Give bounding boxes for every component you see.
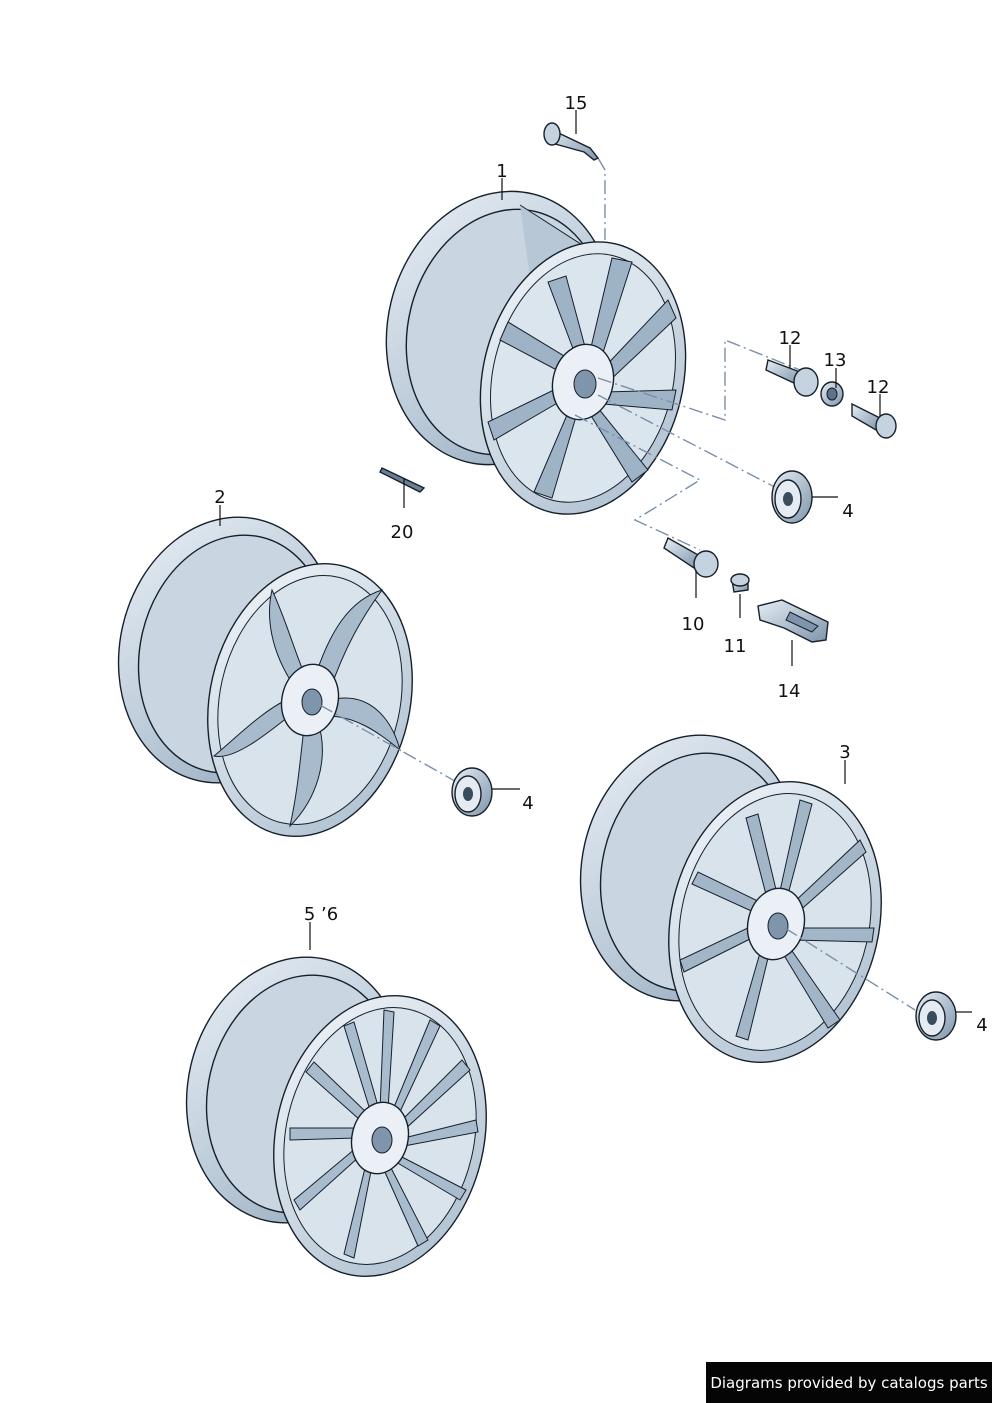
hub-cap-b[interactable] xyxy=(451,767,493,817)
credit-text: Diagrams provided by catalogs parts xyxy=(710,1373,988,1392)
hub-cap-a[interactable] xyxy=(771,470,813,524)
callout-4-a: 4 xyxy=(842,501,853,522)
callout-12-a: 12 xyxy=(779,328,802,349)
callout-4-c: 4 xyxy=(976,1015,987,1036)
wheel-2-spokes xyxy=(212,588,401,828)
balance-weight[interactable] xyxy=(379,467,426,493)
wheel-5-6[interactable] xyxy=(161,935,514,1298)
callout-3: 3 xyxy=(839,742,850,763)
callout-13: 13 xyxy=(824,350,847,371)
nut-part-13[interactable] xyxy=(820,381,844,407)
bolt-part-10[interactable] xyxy=(663,536,719,578)
callout-4-b: 4 xyxy=(522,793,533,814)
callout-1: 1 xyxy=(496,161,507,182)
wheel-3[interactable] xyxy=(555,713,909,1084)
wheel-2[interactable] xyxy=(93,495,439,857)
credit-banner: Diagrams provided by catalogs parts xyxy=(706,1362,992,1403)
hub-cap-c[interactable] xyxy=(915,991,957,1041)
callout-15: 15 xyxy=(565,93,588,114)
callout-2: 2 xyxy=(214,487,225,508)
removal-tool-14[interactable] xyxy=(757,599,829,643)
callout-10: 10 xyxy=(682,614,705,635)
wheel-1[interactable] xyxy=(358,167,713,536)
bolt-part-12-a[interactable] xyxy=(765,359,819,397)
wheel-1-spokes xyxy=(487,257,677,499)
callout-20: 20 xyxy=(391,522,414,543)
bolt-cap-11[interactable] xyxy=(730,573,750,593)
callout-14: 14 xyxy=(778,681,801,702)
callout-11: 11 xyxy=(724,636,747,657)
bolt-part-12-b[interactable] xyxy=(851,402,897,439)
callout-12-b: 12 xyxy=(867,377,890,398)
valve-part[interactable] xyxy=(543,122,600,161)
wheel-3-spokes xyxy=(679,799,875,1041)
leader-lines xyxy=(219,110,972,1013)
callout-5-6: 5 ’6 xyxy=(304,904,338,925)
